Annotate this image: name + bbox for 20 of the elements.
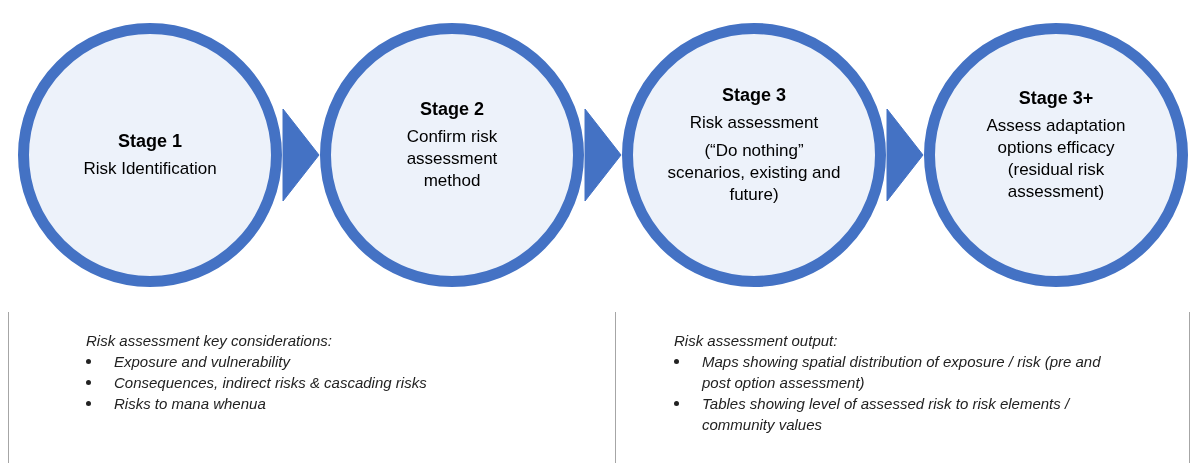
notes-panel — [615, 312, 1190, 463]
bullet-item: Tables showing level of assessed risk to risk elements / community values — [702, 394, 1072, 435]
stage-description: Risk assessment — [689, 112, 819, 134]
bullet-item: Risks to mana whenua — [114, 394, 266, 414]
stage-description: Assess adaptation options efficacy (residual risk assessment) — [985, 115, 1127, 203]
arrow — [886, 108, 924, 202]
bullet-item: Exposure and vulnerability — [114, 352, 290, 372]
arrow — [584, 108, 622, 202]
stage-description: Risk Identification — [83, 158, 217, 180]
notes-heading: Risk assessment output: — [674, 331, 839, 351]
bullet-item: Maps showing spatial distribution of exposure / risk (pre and post option assessment) — [702, 352, 1102, 393]
stage-title: Stage 3 — [722, 84, 786, 106]
bullet-item: Consequences, indirect risks & cascading risks — [114, 373, 427, 393]
stage-title: Stage 1 — [118, 130, 182, 152]
stage-description: Confirm risk assessment method — [405, 126, 499, 192]
stage-title: Stage 2 — [420, 98, 484, 120]
arrow — [282, 108, 320, 202]
notes-heading: Risk assessment key considerations: — [86, 331, 333, 351]
stage-title: Stage 3+ — [1018, 87, 1094, 109]
stage-description: (“Do nothing” scenarios, existing and future) — [666, 140, 842, 206]
